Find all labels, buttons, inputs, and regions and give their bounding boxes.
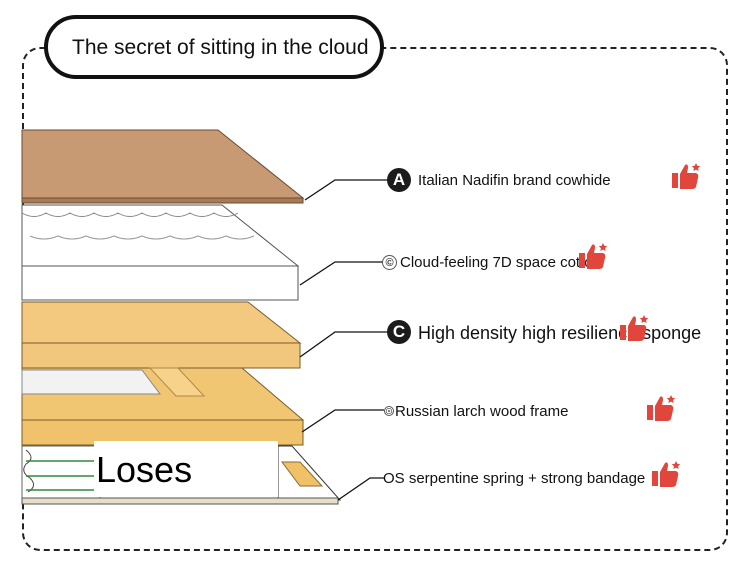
leader-line-d [301,409,384,433]
thumbs-up-icon [620,315,649,341]
callout-badge-b: © [382,255,397,270]
thumbs-up-icon [672,163,701,189]
sponge-layer [21,301,302,369]
thumbs-up-icon [652,461,681,487]
leader-line-b [299,261,383,286]
leader-line-e [337,477,384,501]
thumbs-up-icon [579,243,608,269]
thumbs-up-icon [647,395,676,421]
callout-label-wood: Russian larch wood frame [395,403,569,420]
spring-layer [21,445,342,505]
callout-label-cotton: Cloud-feeling 7D space cotton [400,254,601,271]
callout-label-sponge: High density high resilience sponge [418,323,702,343]
cowhide-layer [21,129,305,204]
wood-frame-layer [21,367,305,446]
leader-line-a [304,179,388,201]
title-pill [44,15,384,79]
callout-badge-c: C [387,320,411,344]
callout-label-cowhide: Italian Nadifin brand cowhide [418,172,611,189]
loses-label: Loses [96,449,193,490]
callout-badge-d: ☉ [384,406,394,416]
loses-label-box [94,441,278,497]
diagram-title: The secret of sitting in the cloud [72,36,369,59]
leader-line-c [299,331,388,358]
callout-badge-a: A [387,168,411,192]
callout-label-spring: OS serpentine spring + strong bandage [383,470,646,487]
cotton-layer [21,204,300,301]
